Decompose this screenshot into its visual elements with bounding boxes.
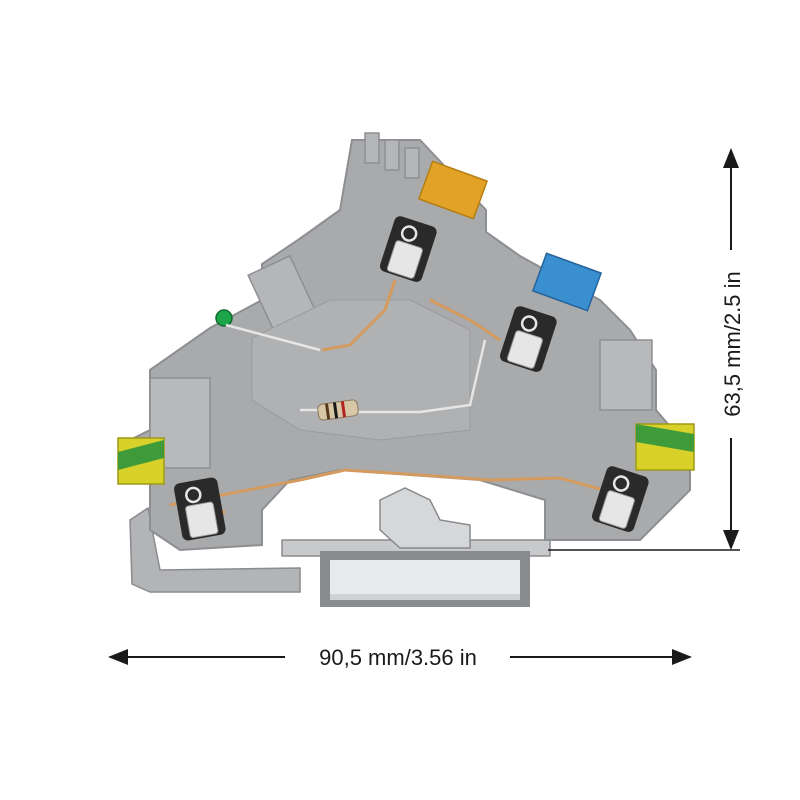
- height-dimension: 63,5 mm/2.5 in: [548, 148, 745, 551]
- spring-clamp-lower-right: [591, 466, 649, 532]
- din-rail: [281, 539, 551, 607]
- terminal-block: [117, 132, 695, 607]
- ground-marker-left: [117, 437, 165, 485]
- blue-marker: [531, 252, 603, 312]
- spring-clamp-upper-right: [499, 306, 557, 372]
- orange-marker: [417, 160, 489, 220]
- led-indicator: [215, 309, 233, 327]
- conductor-bars: [169, 279, 641, 514]
- center-face: [251, 299, 471, 441]
- spring-clamp-top: [379, 216, 437, 282]
- width-label: 90,5 mm/3.56 in: [319, 645, 477, 670]
- ground-marker-right: [635, 423, 695, 471]
- width-dimension: 90,5 mm/3.56 in: [108, 645, 692, 670]
- height-label: 63,5 mm/2.5 in: [720, 271, 745, 417]
- spring-clamp-lower-left: [174, 477, 226, 541]
- led-resistor-wire: [225, 323, 487, 421]
- din-clip: [379, 487, 471, 549]
